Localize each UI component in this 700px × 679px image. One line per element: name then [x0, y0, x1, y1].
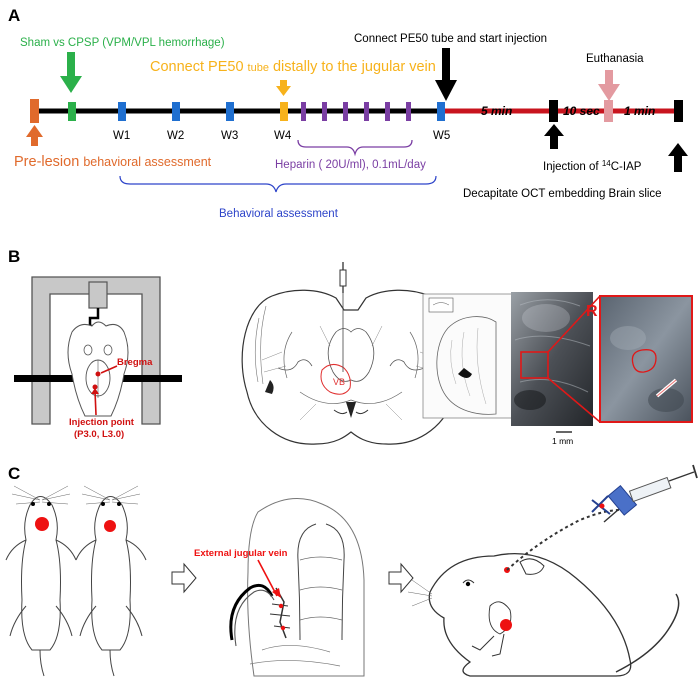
rat-supine-2: [75, 485, 147, 677]
panel-b-label: B: [8, 247, 20, 266]
vb-region: [320, 364, 351, 395]
w3-marker: [226, 102, 234, 121]
ear-bar-right: [122, 375, 182, 382]
interval-5min: 5 min: [481, 104, 512, 118]
week-label-w5: W5: [433, 130, 450, 142]
w2-marker: [172, 102, 180, 121]
panel-b: B Bregma Injection point (P3.0, L3.0): [8, 247, 693, 446]
zoom-line-top: [547, 295, 601, 353]
injection-start-arrow-down: [435, 48, 457, 101]
w4-arrow-down: [276, 80, 291, 96]
decapitate-marker: [674, 100, 683, 122]
connect-jugular-part-1: Connect PE50: [150, 59, 248, 75]
connect-jugular-part-3: distally to the jugular vein: [269, 59, 436, 75]
interval-10sec: 10 sec: [563, 104, 600, 118]
connect-jugular-label: Connect PE50 tube distally to the jugula…: [150, 59, 436, 75]
prelesion-part-2: behavioral assessment: [83, 155, 211, 169]
injection-pointer-head: [91, 388, 99, 394]
jugular-pointer-head: [272, 588, 281, 598]
panel-a: A Sham vs CPSP (VPM/VPL hemorrhage) Conn…: [8, 6, 688, 220]
week-label-w3: W3: [221, 130, 238, 142]
week-label-w4: W4: [274, 130, 292, 142]
injection-point-label: Injection point: [69, 417, 135, 428]
bregma-point: [95, 371, 101, 377]
euthanasia-label: Euthanasia: [586, 53, 644, 65]
jugular-ligature-1: [278, 603, 284, 609]
step-arrow-2: [388, 562, 414, 594]
vb-label: VB: [333, 377, 345, 387]
injection-point-dot: [92, 384, 98, 390]
stereotaxic-frame: [14, 276, 182, 425]
sham-marker: [68, 102, 76, 121]
euthanasia-arrow-down: [598, 70, 620, 101]
bregma-label: Bregma: [117, 357, 153, 368]
decapitate-arrow-up: [668, 143, 688, 172]
decapitate-label: Decapitate OCT embedding Brain slice: [463, 188, 662, 200]
heparin-ticks: [301, 102, 411, 121]
heparin-bracket: [297, 139, 413, 157]
rat-1-injection-site: [35, 517, 49, 531]
jugular-surgery-view: [229, 498, 365, 677]
bregma-pointer: [100, 365, 118, 374]
scale-label: 1 mm: [552, 436, 573, 446]
rat-head-top-view: [67, 321, 129, 417]
roi-box: [520, 351, 549, 379]
zoom-panel: [599, 295, 693, 423]
behavioral-bracket: [119, 175, 437, 193]
injection-arrow-up: [544, 124, 564, 149]
prelesion-part-1: Pre-lesion: [14, 154, 83, 170]
step-arrow-1: [171, 562, 197, 594]
ear-bar-left: [14, 375, 74, 382]
w1-marker: [118, 102, 126, 121]
behavioral-label: Behavioral assessment: [219, 208, 339, 220]
injection-pointer: [94, 390, 97, 416]
injection-part-1: Injection of: [543, 161, 602, 173]
panel-a-label: A: [8, 6, 20, 25]
injection-marker: [549, 100, 558, 122]
w4-marker: [280, 102, 288, 121]
rat-2-injection-site: [104, 520, 116, 532]
injection-label: Injection of 14C-IAP: [543, 159, 642, 173]
zoom-roi-pointer-border: [656, 379, 677, 397]
sham-arrow-down: [60, 52, 82, 93]
zoom-roi-outline: [631, 349, 657, 373]
injection-part-2: C-IAP: [611, 161, 642, 173]
interval-1min: 1 min: [624, 104, 655, 118]
zoom-line-bottom: [547, 377, 601, 423]
sham-label: Sham vs CPSP (VPM/VPL hemorrhage): [20, 37, 225, 49]
rat-neck-catheter-site: [500, 619, 512, 631]
panel-c-label: C: [8, 464, 20, 483]
week-label-w2: W2: [167, 130, 184, 142]
atlas-slice: [422, 293, 514, 419]
prelesion-marker: [30, 99, 39, 123]
connect-injection-label: Connect PE50 tube and start injection: [354, 33, 547, 45]
w5-marker: [437, 102, 445, 121]
injection-coords-label: (P3.0, L3.0): [74, 429, 124, 440]
euthanasia-marker: [604, 100, 613, 122]
injection-needle: [339, 262, 347, 372]
connect-jugular-part-2: tube: [248, 62, 269, 74]
prelesion-arrow-up: [26, 125, 43, 146]
heparin-label: Heparin ( 20U/ml), 0.1mL/day: [275, 159, 426, 171]
rat-with-catheter: [407, 553, 680, 677]
week-label-w1: W1: [113, 130, 130, 142]
jugular-pointer: [257, 559, 278, 597]
jugular-label: External jugular vein: [194, 548, 288, 559]
jugular-ligature-2: [280, 625, 286, 631]
prelesion-label: Pre-lesion behavioral assessment: [14, 154, 212, 170]
rat-supine-1: [5, 485, 77, 677]
coronal-atlas: [241, 289, 461, 445]
syringe-icon: [591, 464, 698, 523]
injection-superscript: 14: [602, 159, 611, 168]
panel-c: C: [5, 464, 698, 677]
